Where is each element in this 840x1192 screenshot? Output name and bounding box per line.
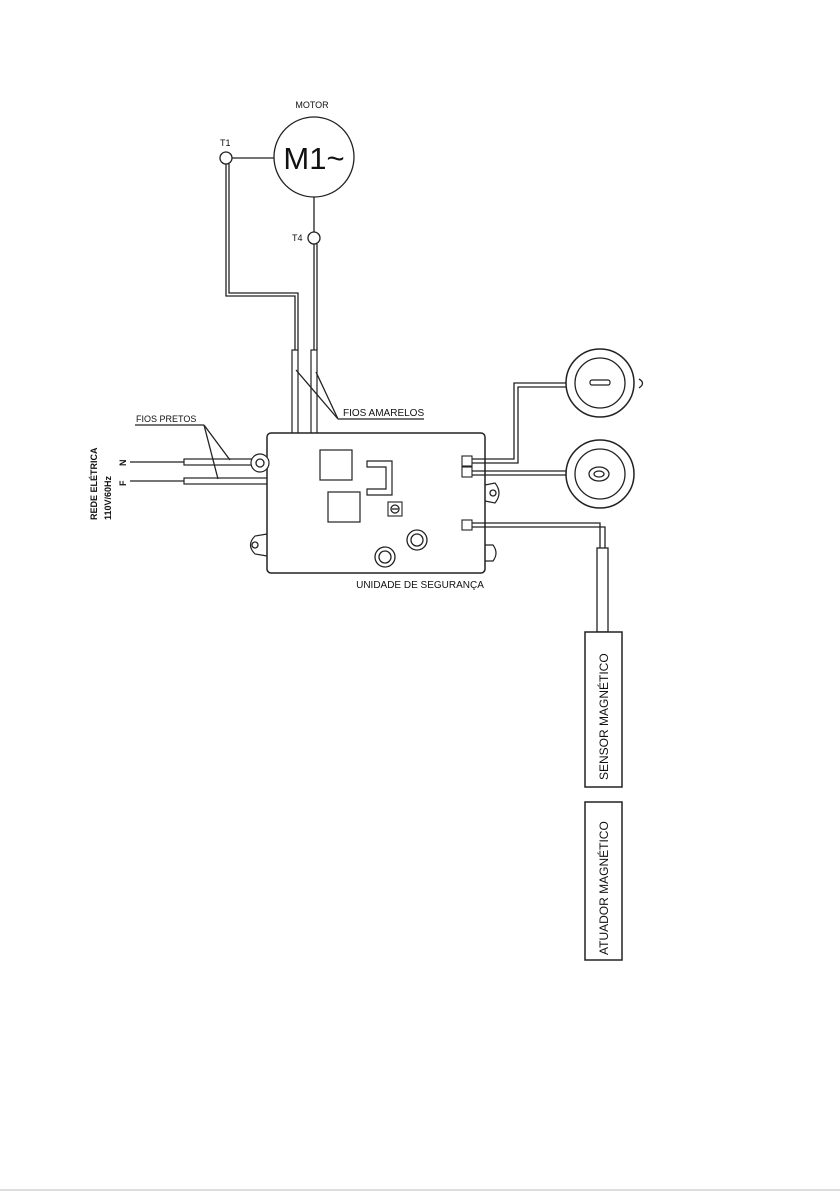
magnetic-sensor-label: SENSOR MAGNÉTICO <box>596 653 611 780</box>
safety-unit-label: UNIDADE DE SEGURANÇA <box>356 580 484 591</box>
button-1-wire <box>472 383 571 459</box>
terminal-t4 <box>308 232 320 244</box>
terminal-t1 <box>220 152 232 164</box>
minus-icon <box>590 380 610 385</box>
magnetic-actuator-label: ATUADOR MAGNÉTICO <box>596 821 611 955</box>
phase-label: F <box>118 480 128 486</box>
mains-label: REDE ELÉTRICA <box>89 447 99 520</box>
terminal-t4-label: T4 <box>292 233 303 243</box>
mains-voltage: 110V/60Hz <box>103 475 113 520</box>
black-wires-label: FIOS PRETOS <box>136 414 196 424</box>
safety-unit-board <box>251 433 500 573</box>
neutral-label: N <box>118 460 128 467</box>
terminal-t1-label: T1 <box>220 138 231 148</box>
yellow-wire-t1 <box>226 164 295 350</box>
yellow-wires-label: FIOS AMARELOS <box>343 408 424 419</box>
start-button <box>566 440 634 508</box>
motor-title: MOTOR <box>295 100 329 110</box>
motor-symbol: M1~ <box>283 141 344 176</box>
